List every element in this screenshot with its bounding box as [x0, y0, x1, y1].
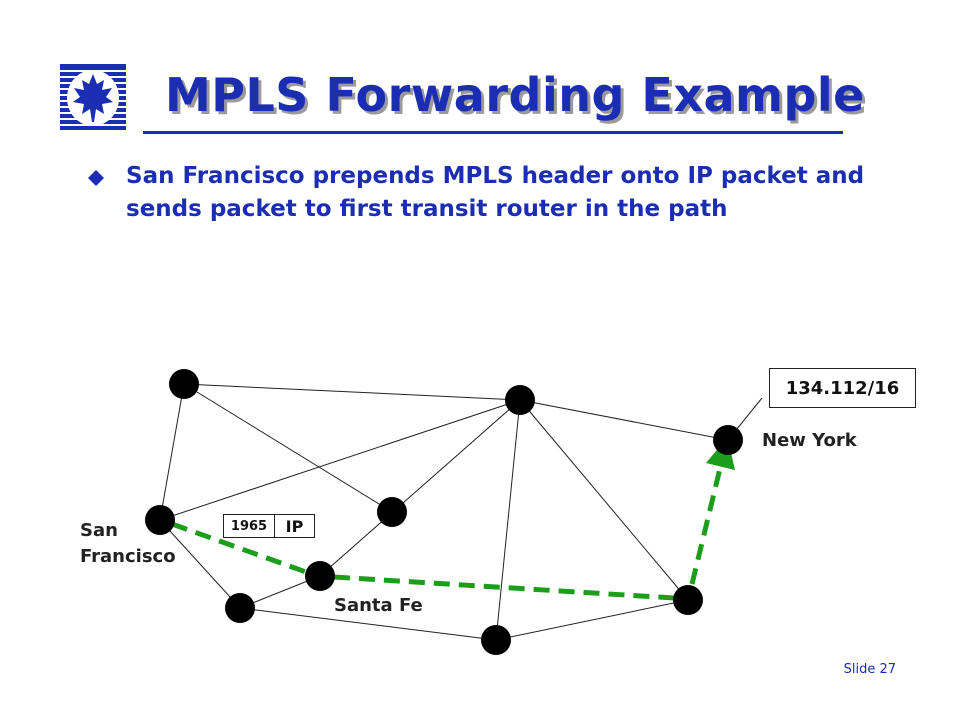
link — [495, 599, 689, 641]
title-underline — [143, 131, 843, 134]
router-node — [481, 625, 511, 655]
router-node — [673, 585, 703, 615]
label-san-francisco-line2: Francisco — [80, 546, 176, 567]
label-san-francisco-line1: San — [80, 520, 118, 541]
link — [319, 399, 521, 577]
router-node-san-francisco — [145, 505, 175, 535]
mpls-label-field: 1965 — [224, 515, 275, 537]
ip-payload-field: IP — [285, 516, 304, 536]
mpls-packet: 1965 IP — [223, 514, 315, 538]
link — [183, 383, 393, 513]
slide-number: Slide 27 — [843, 662, 896, 677]
router-node — [505, 385, 535, 415]
router-node — [377, 497, 407, 527]
link — [495, 399, 521, 641]
label-santa-fe: Santa Fe — [334, 595, 423, 616]
link — [519, 399, 689, 601]
link — [239, 607, 497, 641]
page-title: MPLS Forwarding Example — [165, 68, 865, 122]
diamond-bullet-icon — [88, 170, 104, 186]
router-node-santa-fe — [305, 561, 335, 591]
link — [159, 519, 241, 609]
bullet-text: San Francisco prepends MPLS header onto … — [126, 163, 865, 222]
destination-prefix-box: 134.112/16 — [769, 368, 916, 408]
routers — [145, 369, 743, 655]
router-node-new-york — [713, 425, 743, 455]
link — [183, 383, 521, 401]
link — [159, 399, 521, 521]
router-node — [169, 369, 199, 399]
lsp-segment — [689, 437, 736, 585]
link — [159, 383, 185, 521]
label-new-york: New York — [762, 430, 857, 451]
router-node — [225, 593, 255, 623]
lsp-segment — [333, 574, 675, 601]
link — [519, 399, 729, 441]
lsp-path — [171, 437, 736, 601]
logo-icon — [60, 64, 126, 130]
